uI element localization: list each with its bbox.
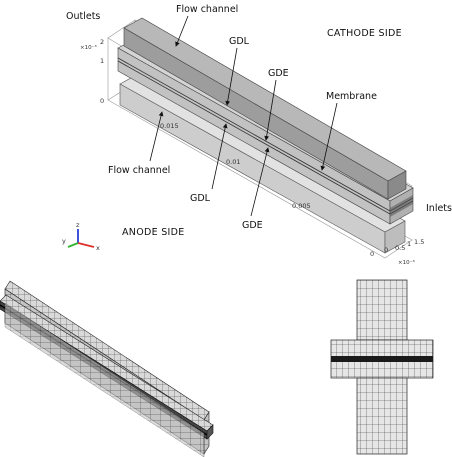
triad-x-icon: [77, 242, 95, 248]
vertical-tick: 0: [100, 97, 104, 105]
gdl-top-pointer: [225, 47, 238, 106]
vertical-tick: 1: [100, 57, 104, 65]
mesh-cross-section: [330, 279, 434, 455]
flow-channel-top-pointer: [175, 15, 189, 47]
width-tick: 1: [407, 240, 411, 248]
vertical-axis: ×10⁻³ 2 1 0: [80, 38, 104, 105]
gde-top-pointer: [264, 79, 277, 141]
length-tick: 0.01: [226, 158, 240, 166]
triad-y-icon: [67, 242, 79, 248]
width-axis-exponent: ×10⁻³: [398, 259, 415, 266]
vertical-axis-exponent: ×10⁻³: [80, 44, 97, 51]
gde-top-label: GDE: [268, 68, 289, 79]
gdl-bottom-pointer: [211, 123, 228, 190]
length-tick: 0.005: [292, 202, 311, 210]
geometry-3d-view: ×10⁻³ 2 1 0 0.015 0.01 0.005 0 0 0.5 1 1…: [62, 4, 452, 266]
triad-z-label: z: [76, 221, 80, 229]
axis-triad: z x y: [62, 221, 100, 252]
width-tick: 0: [384, 246, 388, 254]
mesh-3d-view: [0, 280, 214, 457]
length-tick: 0.015: [160, 122, 179, 130]
flow-channel-top-label: Flow channel: [176, 4, 238, 15]
gde-bottom-pointer: [250, 147, 270, 217]
gdl-bottom-label: GDL: [190, 193, 211, 204]
anode-side-label: ANODE SIDE: [122, 227, 185, 238]
width-axis: 0 0.5 1 1.5 ×10⁻³: [384, 238, 424, 266]
triad-x-label: x: [96, 244, 100, 252]
flow-channel-bottom-label: Flow channel: [108, 165, 170, 176]
cathode-flow-channel: [123, 17, 407, 200]
inlets-label: Inlets: [426, 203, 452, 214]
triad-y-label: y: [62, 237, 66, 245]
length-axis: 0.015 0.01 0.005 0: [160, 122, 374, 258]
gde-bottom-label: GDE: [242, 220, 263, 231]
width-tick: 0.5: [395, 244, 405, 252]
length-tick: 0: [370, 250, 374, 258]
vertical-tick: 2: [100, 38, 104, 46]
gdl-top-label: GDL: [229, 36, 250, 47]
membrane-pointer: [320, 102, 338, 171]
width-tick: 1.5: [414, 238, 424, 246]
membrane-label: Membrane: [326, 91, 377, 102]
cathode-side-label: CATHODE SIDE: [327, 28, 402, 39]
flow-channel-bottom-pointer: [149, 111, 164, 162]
outlets-label: Outlets: [66, 11, 100, 22]
